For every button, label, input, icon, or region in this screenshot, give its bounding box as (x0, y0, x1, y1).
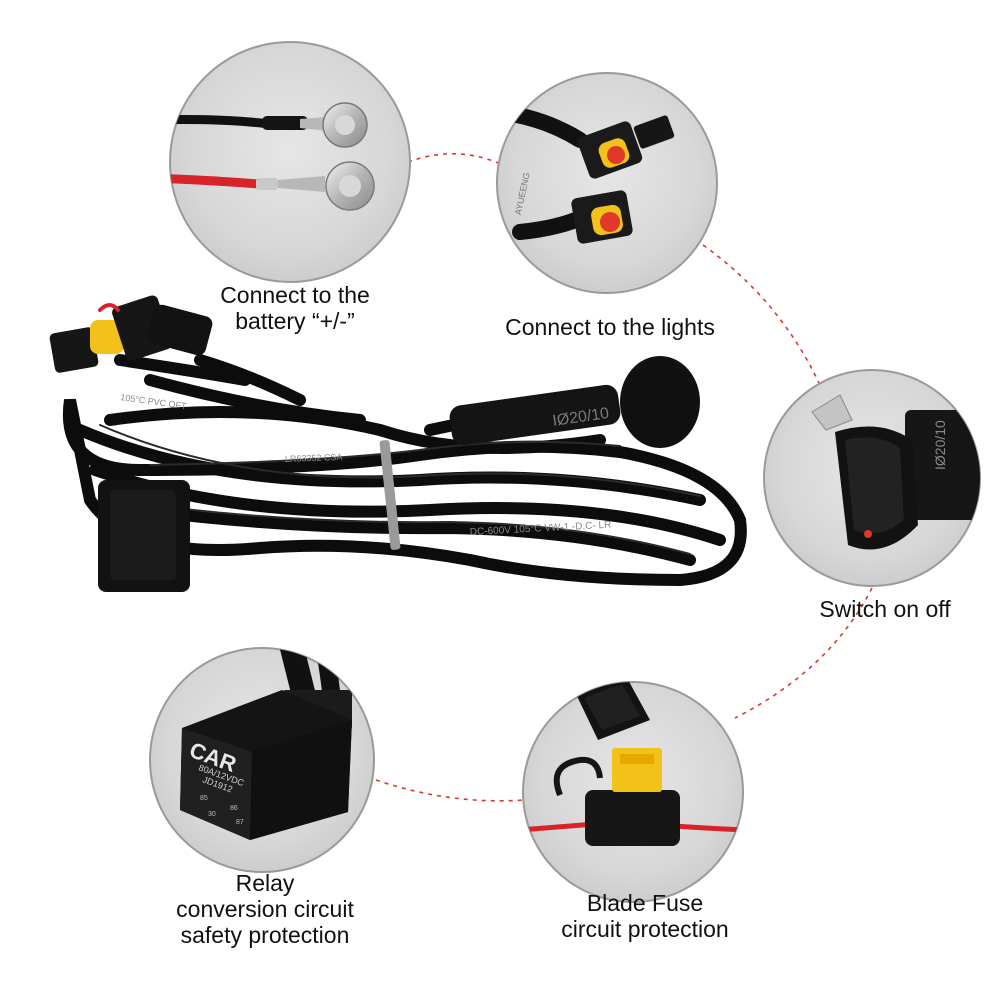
dashed-lines (375, 152, 873, 802)
fuse-label-line-2: circuit protection (561, 916, 729, 942)
lights-label: Connect to the lights (470, 314, 750, 340)
dashed-line-bottom (375, 779, 525, 802)
fuse-label-line-1: Blade Fuse (586, 890, 704, 916)
dashed-line-right-upper (702, 244, 821, 386)
dashed-line-top (407, 152, 499, 164)
relay-pin-85: 85 (200, 795, 208, 802)
battery-label-line-2: battery “+/-” (235, 308, 355, 334)
relay-label: Relay conversion circuit safety protecti… (140, 870, 390, 948)
relay-callout-circle: CAR 80A/12VDC JD1912 85 86 30 87 (149, 647, 375, 873)
cable-print-3: LR63352 CSA (285, 452, 343, 464)
dashed-line-right-lower (734, 587, 873, 719)
ring-terminal-icon (170, 102, 375, 211)
relay-label-line-1: Relay (235, 870, 295, 896)
fuse-label: Blade Fuse circuit protection (530, 890, 760, 942)
relay-pin-87: 87 (236, 819, 244, 826)
relay-label-line-3: safety protection (180, 922, 350, 948)
relay-icon: CAR 80A/12VDC JD1912 85 86 30 87 (180, 648, 352, 840)
switch-label-line-1: Switch on off (819, 596, 951, 622)
cable-print-1: 105°C PVC OFT (120, 392, 188, 411)
battery-label-line-1: Connect to the (220, 282, 370, 308)
relay-label-line-2: conversion circuit (176, 896, 354, 922)
relay-pin-30: 30 (208, 811, 216, 818)
switch-callout-circle: IØ20/10 (763, 369, 981, 587)
lights-callout-circle: AYUEENG (496, 72, 718, 294)
relay-pin-86: 86 (230, 805, 238, 812)
blade-fuse-icon (523, 682, 743, 846)
battery-callout-circle (169, 41, 411, 283)
rocker-switch-icon: IØ20/10 (811, 394, 980, 550)
lights-label-line-1: Connect to the lights (505, 314, 715, 340)
battery-label: Connect to the battery “+/-” (190, 282, 400, 334)
switch-label: Switch on off (790, 596, 980, 622)
switch-marking-print: IØ20/10 (932, 420, 948, 470)
wiring-harness: IØ20/10 105°C PVC OFT DC-600V 105°C VW-1… (49, 295, 747, 592)
fuse-callout-circle (522, 681, 744, 903)
waterproof-connector-icon: AYUEENG (497, 104, 675, 244)
